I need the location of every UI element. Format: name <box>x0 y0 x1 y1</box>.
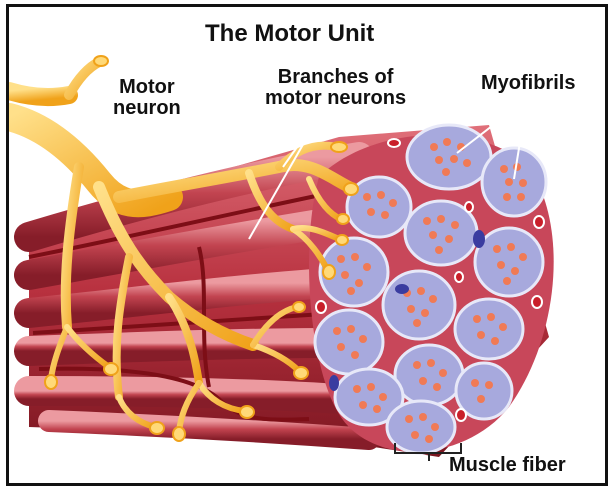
page-title: The Motor Unit <box>205 21 374 46</box>
branches-label-line2: motor neurons <box>265 88 406 109</box>
myofibrils-label: Myofibrils <box>481 73 575 94</box>
motor-neuron-label: Motor neuron <box>113 77 181 119</box>
motor-neuron-label-line2: neuron <box>113 98 181 119</box>
branches-label: Branches of motor neurons <box>265 67 406 109</box>
motor-unit-figure: The Motor Unit Motor neuron Branches of … <box>6 4 608 486</box>
muscle-fiber-label: Muscle fiber <box>449 455 566 476</box>
branches-label-line1: Branches of <box>265 67 406 88</box>
motor-neuron-label-line1: Motor <box>113 77 181 98</box>
cross-section <box>309 125 554 453</box>
